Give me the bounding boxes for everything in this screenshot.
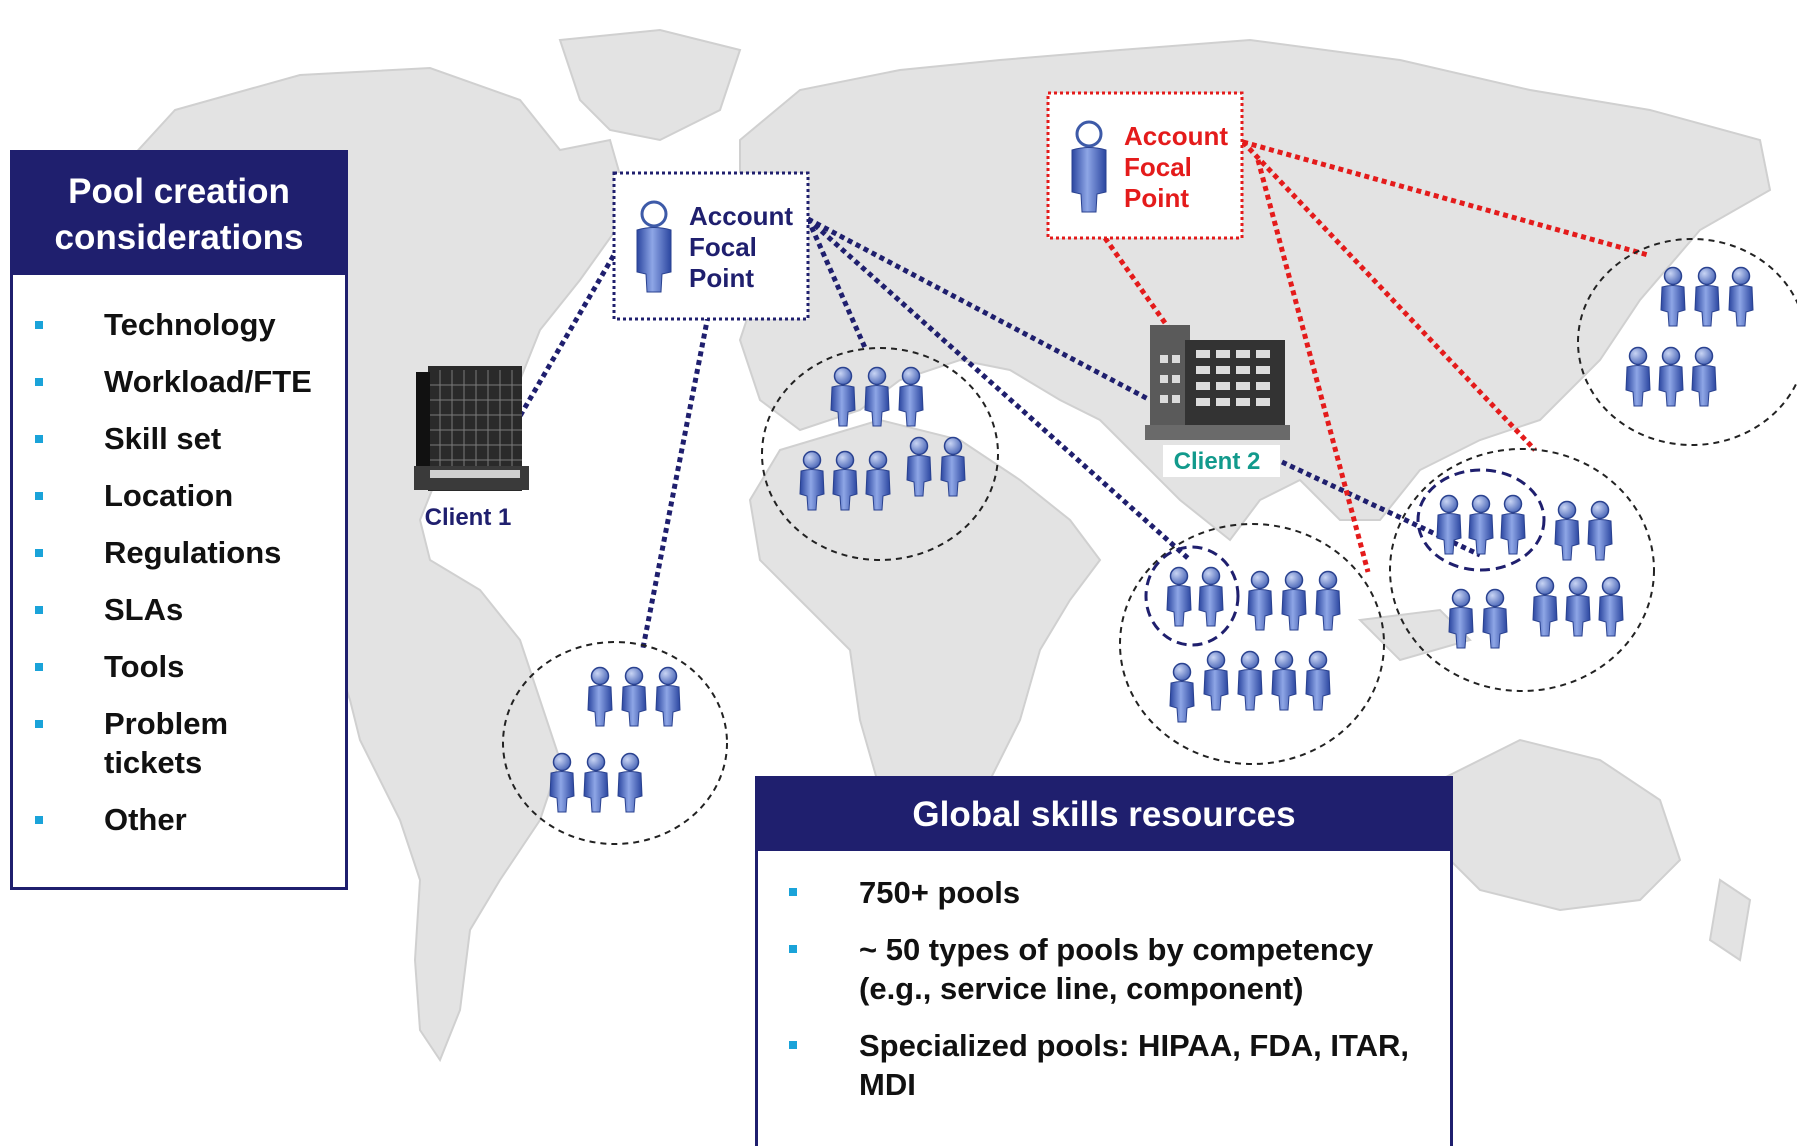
list-item: SLAs [13,590,345,629]
person-icon [1203,650,1229,711]
person-icon [1694,266,1720,327]
building-icon [414,366,529,491]
person-icon [1247,570,1273,631]
person-icon [1482,588,1508,649]
building-icon [1145,325,1290,440]
focal-point-label-line-3: Point [1124,183,1189,213]
list-item-label: Technology [104,307,276,342]
client-2-label: Client 2 [1174,448,1261,475]
person-icon [1271,650,1297,711]
list-item-label: Workload/FTE [104,364,312,399]
list-item: Other [13,800,345,839]
sub-pool-circle [1416,468,1546,572]
client-1-label: Client 1 [425,504,512,531]
bullet-icon [789,888,797,896]
person-icon [583,752,609,813]
list-item: Tools [13,647,345,686]
list-item: 750+ pools [758,873,1450,912]
person-icon [1305,650,1331,711]
focal-point-label-line-2: Focal [689,232,757,262]
resource-pool-circle [1119,523,1385,765]
focal-point-label-line-2: Focal [1124,152,1192,182]
list-item: Technology [13,305,345,344]
list-item-label: Tools [104,649,185,684]
list-item-label: Specialized pools: HIPAA, FDA, ITAR, MDI [859,1028,1410,1102]
list-item-label: Problem tickets [104,706,229,780]
list-item-label: SLAs [104,592,184,627]
considerations-title: Pool creation considerations [13,153,345,275]
bullet-icon [35,606,43,614]
list-item-label: Other [104,802,187,837]
global-resources-panel: Global skills resources 750+ pools ~ 50 … [755,776,1453,1146]
person-icon [1598,576,1624,637]
person-icon [864,366,890,427]
person-icon [1554,500,1580,561]
list-item: Regulations [13,533,345,572]
person-icon [587,666,613,727]
list-item: Specialized pools: HIPAA, FDA, ITAR, MDI [758,1026,1450,1104]
bullet-icon [789,945,797,953]
list-item: ~ 50 types of pools by competency (e.g.,… [758,930,1450,1008]
list-item: Skill set [13,419,345,458]
person-icon [1660,266,1686,327]
person-icon [898,366,924,427]
person-icon [621,666,647,727]
list-item-label: Skill set [104,421,222,456]
bullet-icon [35,816,43,824]
global-resources-title: Global skills resources [758,779,1450,851]
considerations-list: Technology Workload/FTE Skill set Locati… [13,275,345,839]
list-item-label: ~ 50 types of pools by competency (e.g.,… [859,932,1374,1006]
client-1: Client 1 [414,366,529,531]
person-icon [1198,566,1224,627]
bullet-icon [35,435,43,443]
person-icon [1691,346,1717,407]
person-icon [1315,570,1341,631]
bullet-icon [35,549,43,557]
person-icon [1500,494,1526,555]
focal-point-label-line-1: Account [1124,121,1228,151]
person-icon [655,666,681,727]
focal-point-label-line-3: Point [689,263,754,293]
person-icon [617,752,643,813]
focal-point-label-line-1: Account [689,201,793,231]
list-item-label: Location [104,478,234,513]
red-connections [1102,139,1649,573]
resource-pool-circle [1389,448,1655,692]
person-icon [1532,576,1558,637]
bullet-icon [35,378,43,386]
resource-pool-circle [761,347,999,561]
person-icon [1658,346,1684,407]
person-icon [1237,650,1263,711]
person-icon [549,752,575,813]
client-2: Client 2 [1145,325,1290,477]
person-icon [1169,662,1195,723]
bullet-icon [789,1041,797,1049]
person-icon [1166,566,1192,627]
global-resources-list: 750+ pools ~ 50 types of pools by compet… [758,851,1450,1104]
list-item-label: Regulations [104,535,282,570]
list-item-label: 750+ pools [859,875,1021,910]
sub-pool-circle [1144,545,1240,647]
focal-point-navy: Account Focal Point [612,171,810,321]
resource-pool-circle [502,641,728,845]
person-icon [1436,494,1462,555]
list-item: Problem tickets [13,704,345,782]
focal-point-red: Account Focal Point [1046,91,1244,240]
list-item: Location [13,476,345,515]
bullet-icon [35,720,43,728]
resource-pool-circle [1577,238,1797,446]
person-icon [1281,570,1307,631]
person-icon [1565,576,1591,637]
list-item: Workload/FTE [13,362,345,401]
bullet-icon [35,321,43,329]
person-icon [1468,494,1494,555]
person-icon [1728,266,1754,327]
considerations-panel: Pool creation considerations Technology … [10,150,348,890]
bullet-icon [35,663,43,671]
person-icon [1587,500,1613,561]
bullet-icon [35,492,43,500]
person-icon [1625,346,1651,407]
